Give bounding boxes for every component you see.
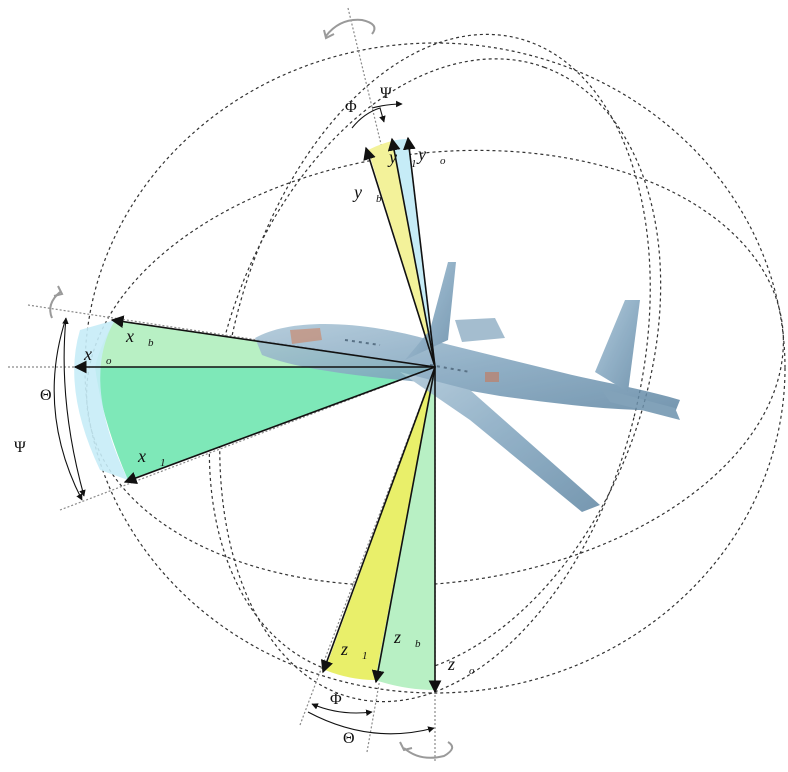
vector-zb xyxy=(371,366,436,684)
rotation-arrow-icon xyxy=(49,18,454,759)
xb-axis-dotted xyxy=(27,304,436,368)
label-xo: x⃗o xyxy=(83,344,112,367)
vector-yo xyxy=(402,136,436,368)
vector-yb xyxy=(363,146,436,368)
arc-phi-bottom xyxy=(311,703,373,717)
angle-phi-bottom: Φ xyxy=(330,691,342,708)
vector-xb xyxy=(110,315,436,368)
equator-ellipse xyxy=(86,149,784,587)
wedge-z1-zb xyxy=(325,367,435,680)
angle-phi-top: Φ xyxy=(345,99,357,116)
label-yb: y⃗b xyxy=(352,182,382,205)
aircraft-icon xyxy=(255,262,680,512)
arc-theta-left xyxy=(62,317,86,497)
meridian-ellipse-1 xyxy=(219,33,651,703)
vector-z1 xyxy=(320,366,436,674)
angle-psi-left: Ψ xyxy=(14,439,26,456)
vector-y1 xyxy=(387,137,436,368)
label-y1: y⃗1 xyxy=(387,147,417,170)
wedge-left-blue xyxy=(74,320,128,480)
label-zo: z⃗o xyxy=(447,654,475,677)
vector-labels: x⃗o x⃗b x⃗1 y⃗o y⃗1 y⃗b z⃗o z⃗b z⃗1 xyxy=(83,144,475,677)
vector-x1 xyxy=(123,366,436,484)
label-yo: y⃗o xyxy=(416,144,446,167)
label-z1: z⃗1 xyxy=(340,639,368,662)
wedge-yb-y1 xyxy=(368,141,435,367)
angle-labels: Θ Ψ Φ Ψ Φ Θ xyxy=(14,85,392,747)
wedge-xo-x1 xyxy=(95,367,435,480)
arc-theta-bottom xyxy=(307,711,435,735)
arc-psi-top xyxy=(371,100,403,109)
angle-theta-left: Θ xyxy=(40,387,52,404)
arc-phi-top xyxy=(351,107,386,129)
vectors xyxy=(73,136,442,694)
arc-psi-left xyxy=(53,317,83,501)
angle-psi-top: Ψ xyxy=(380,85,392,102)
angle-arcs xyxy=(53,100,435,735)
x1-axis-dotted xyxy=(59,366,436,511)
angle-theta-bottom: Θ xyxy=(343,730,355,747)
label-xb: x⃗b xyxy=(125,326,154,349)
angle-wedges xyxy=(74,139,435,690)
label-zb: z⃗b xyxy=(393,627,421,650)
label-x1: x⃗1 xyxy=(137,446,166,469)
